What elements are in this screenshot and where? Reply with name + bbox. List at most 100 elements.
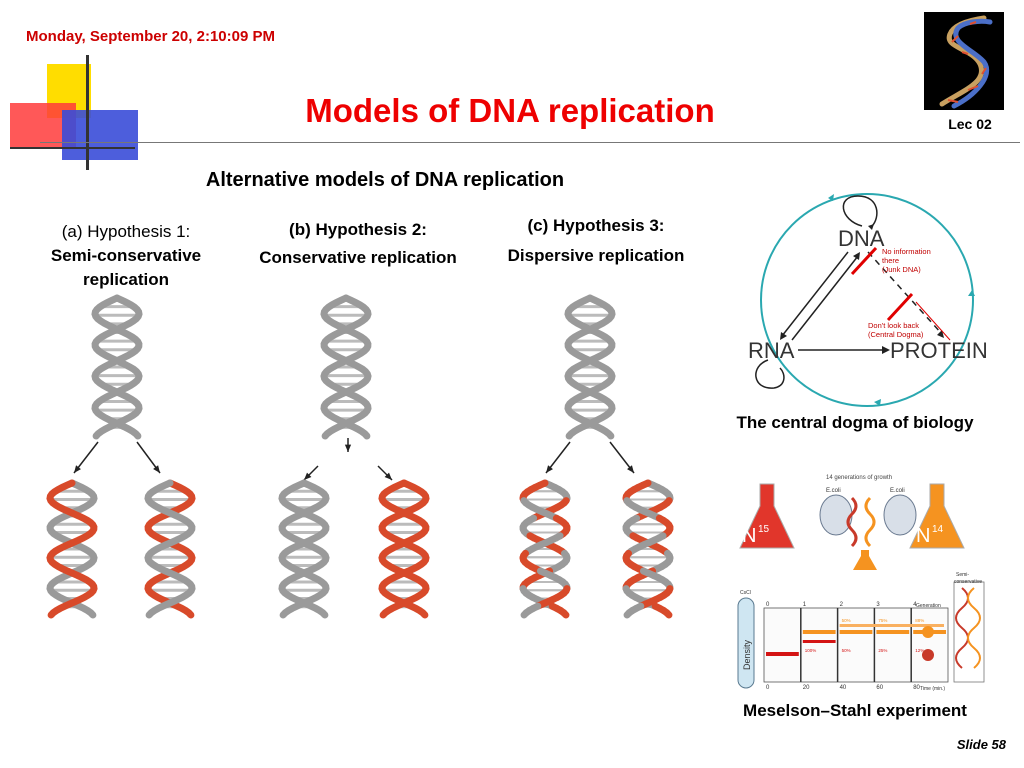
- lookback-barrier: [886, 292, 914, 322]
- arrow-1-left: [73, 441, 99, 474]
- daughter-helix-2a: [278, 479, 330, 619]
- junk-note-line3: (Junk DNA): [882, 265, 921, 274]
- hypothesis-2-name: Conservative replication: [259, 248, 457, 267]
- lookback-note-line2: (Central Dogma): [868, 330, 924, 339]
- percent-bottom: 50%: [842, 648, 851, 653]
- hypothesis-1-name-line1: Semi-conservative: [50, 246, 202, 265]
- band-n15-gen0: [766, 652, 799, 656]
- ring-arrow-top: [828, 194, 834, 201]
- n15-flask: [739, 483, 795, 549]
- small-flask: [853, 550, 877, 570]
- arrow-2-right: [377, 465, 393, 481]
- ecoli-cluster-right: [883, 494, 917, 536]
- section-title: Alternative models of DNA replication: [205, 169, 565, 191]
- ring-arrow-right: [968, 290, 975, 296]
- dna-node-label: DNA: [838, 226, 885, 251]
- junk-note-line2: there: [882, 256, 899, 265]
- arrow-2-left: [303, 465, 319, 481]
- hypothesis-1-label: (a) Hypothesis 1: Semi-conservative repl…: [14, 220, 238, 292]
- daughter-helix-3b: [622, 479, 674, 619]
- generation-tick: 4: [913, 602, 917, 608]
- time-tick: 20: [803, 685, 810, 691]
- percent-top: 50%: [842, 618, 851, 623]
- band-hybrid: [802, 630, 836, 634]
- meselson-stahl-diagram: 14 generations of growth E.coli E.coli N…: [737, 475, 985, 692]
- percent-bottom: 12%: [915, 648, 924, 653]
- arrow-1-right: [136, 441, 161, 474]
- slide-number: Slide 58: [956, 737, 1006, 752]
- cycle-ring: [760, 193, 974, 407]
- parent-helix-2: [320, 294, 372, 440]
- gradient-chart: [763, 607, 949, 683]
- parent-helix-1: [91, 294, 143, 440]
- dna-helix-thumbnail: [924, 12, 1004, 110]
- ecoli-label-left: E.coli: [826, 488, 841, 494]
- hypothesis-3-title: (c) Hypothesis 3:: [527, 216, 665, 235]
- ecoli-label-right: E.coli: [890, 488, 905, 494]
- svg-text:CsCl: CsCl: [740, 590, 751, 596]
- page-title: Models of DNA replication: [305, 92, 715, 129]
- decorative-blocks: [10, 55, 138, 170]
- header-divider: [40, 142, 1020, 143]
- hypothesis-1-title: (a) Hypothesis 1:: [61, 222, 191, 241]
- time-tick: 60: [876, 685, 883, 691]
- percent-bottom: 100%: [805, 648, 817, 653]
- band-n14: [839, 624, 944, 627]
- svg-text:Semi-: Semi-: [956, 572, 969, 578]
- hypothesis-2-label: (b) Hypothesis 2: Conservative replicati…: [238, 218, 478, 270]
- n14-marker: [922, 626, 934, 638]
- helix-red: [846, 496, 858, 548]
- dna-to-rna-arrow: [781, 251, 849, 337]
- generation-tick: 2: [840, 602, 844, 608]
- parent-helix-3: [564, 294, 616, 440]
- percent-top: 88%: [915, 618, 924, 623]
- generation-tick: 0: [766, 602, 770, 608]
- junk-dna-barrier: [850, 246, 878, 276]
- replication-diagrams: [46, 294, 674, 619]
- lookback-note-line1: Don't look back: [868, 321, 919, 330]
- daughter-helix-2b: [378, 479, 430, 619]
- growth-label: 14 generations of growth: [826, 475, 892, 481]
- dna-self-loop: [842, 195, 878, 227]
- time-tick: 40: [840, 685, 847, 691]
- svg-text:14: 14: [932, 524, 944, 535]
- ring-arrow-bottom: [874, 399, 881, 406]
- central-dogma-caption: The central dogma of biology: [736, 413, 974, 432]
- percent-top: 75%: [878, 618, 887, 623]
- daughter-helix-1b: [144, 479, 196, 619]
- svg-text:N: N: [916, 525, 930, 547]
- date-time: Monday, September 20, 2:10:09 PM: [26, 28, 275, 45]
- svg-text:conservative: conservative: [954, 579, 982, 585]
- junk-note-line1: No information: [882, 247, 931, 256]
- lecture-label: Lec 02: [948, 116, 992, 132]
- band-hybrid: [839, 630, 873, 634]
- ecoli-cluster-left: [819, 494, 853, 536]
- daughter-helix-3a: [519, 479, 571, 619]
- band-hybrid: [876, 630, 910, 634]
- meselson-stahl-caption: Meselson–Stahl experiment: [743, 701, 967, 720]
- dna-to-protein-dashed: [867, 251, 943, 335]
- hypothesis-1-name-line2: replication: [83, 270, 169, 289]
- hypothesis-3-label: (c) Hypothesis 3: Dispersive replication: [486, 214, 706, 268]
- daughter-helix-1a: [46, 479, 98, 619]
- generation-tick: 1: [803, 602, 807, 608]
- band-n15-gen1: [802, 640, 836, 643]
- time-tick: 0: [766, 685, 770, 691]
- helix-orange: [864, 496, 876, 548]
- centrifuge-tube: [737, 597, 755, 689]
- n15-marker: [922, 649, 934, 661]
- svg-text:15: 15: [758, 524, 770, 535]
- density-label: Density: [742, 639, 752, 670]
- time-tick: 80: [913, 685, 920, 691]
- arrow-2-down: [344, 438, 352, 452]
- arrow-3-left: [545, 441, 571, 474]
- generation-tick: 3: [876, 602, 880, 608]
- percent-bottom: 25%: [878, 648, 887, 653]
- time-label: Time (min.): [920, 686, 945, 692]
- svg-text:N: N: [742, 525, 756, 547]
- rna-to-dna-arrow: [791, 255, 859, 341]
- generation-label: Generation: [916, 603, 941, 609]
- hypothesis-2-title: (b) Hypothesis 2:: [289, 220, 427, 239]
- hypothesis-3-name: Dispersive replication: [507, 246, 685, 265]
- n14-flask: [909, 483, 965, 549]
